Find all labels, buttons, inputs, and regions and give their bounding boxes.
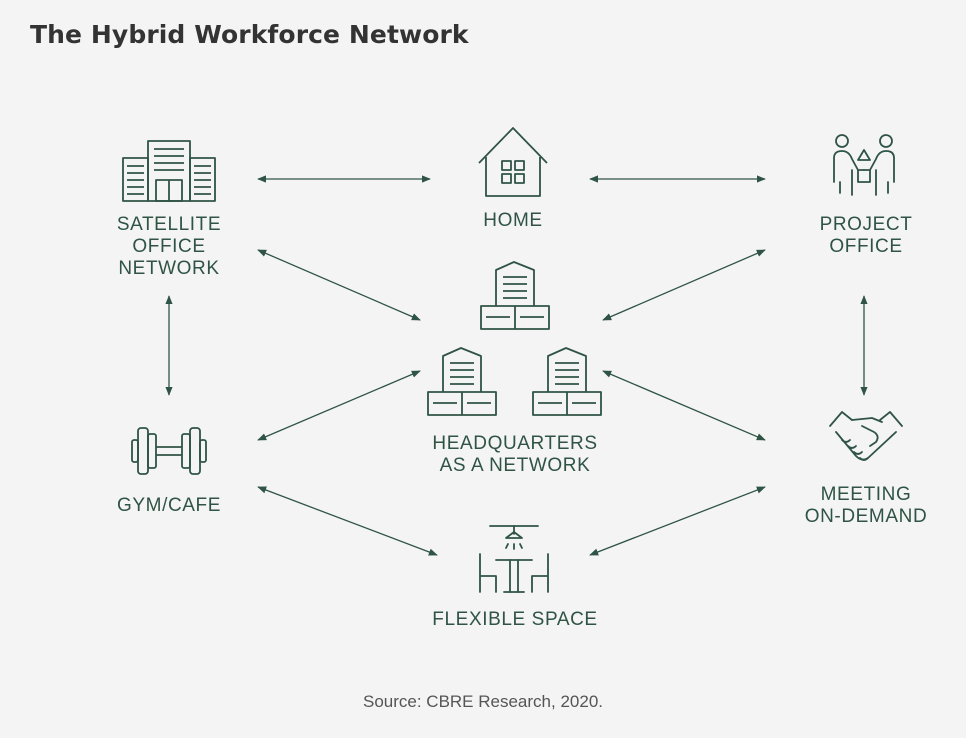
arrow-gym-headquarters — [257, 370, 421, 441]
table-chairs-icon — [479, 525, 549, 593]
arrow-meeting-flexible — [589, 486, 766, 556]
skyscrapers-icon — [427, 261, 602, 416]
arrow-meeting-headquarters — [602, 370, 766, 441]
label-gym-cafe: GYM/CAFE — [116, 495, 222, 516]
source-note: Source: CBRE Research, 2020. — [362, 692, 603, 711]
label-headquarters: HEADQUARTERS AS A NETWORK — [432, 433, 598, 476]
handshake-icon — [829, 411, 903, 461]
label-home: HOME — [483, 210, 543, 231]
people-meeting-icon — [833, 134, 895, 196]
label-project-office: PROJECT OFFICE — [819, 214, 913, 257]
house-icon — [478, 127, 548, 197]
office-building-icon — [122, 140, 216, 202]
label-satellite-office-network: SATELLITE OFFICE NETWORK — [116, 214, 222, 279]
page-title: The Hybrid Workforce Network — [30, 20, 469, 49]
label-flexible-space: FLEXIBLE SPACE — [432, 609, 598, 630]
label-meeting-on-demand: MEETING ON-DEMAND — [804, 484, 928, 527]
arrow-gym-flexible — [257, 486, 438, 556]
dumbbell-icon — [131, 427, 207, 475]
arrow-satellite-headquarters — [257, 249, 421, 321]
arrow-project-headquarters — [602, 249, 766, 321]
